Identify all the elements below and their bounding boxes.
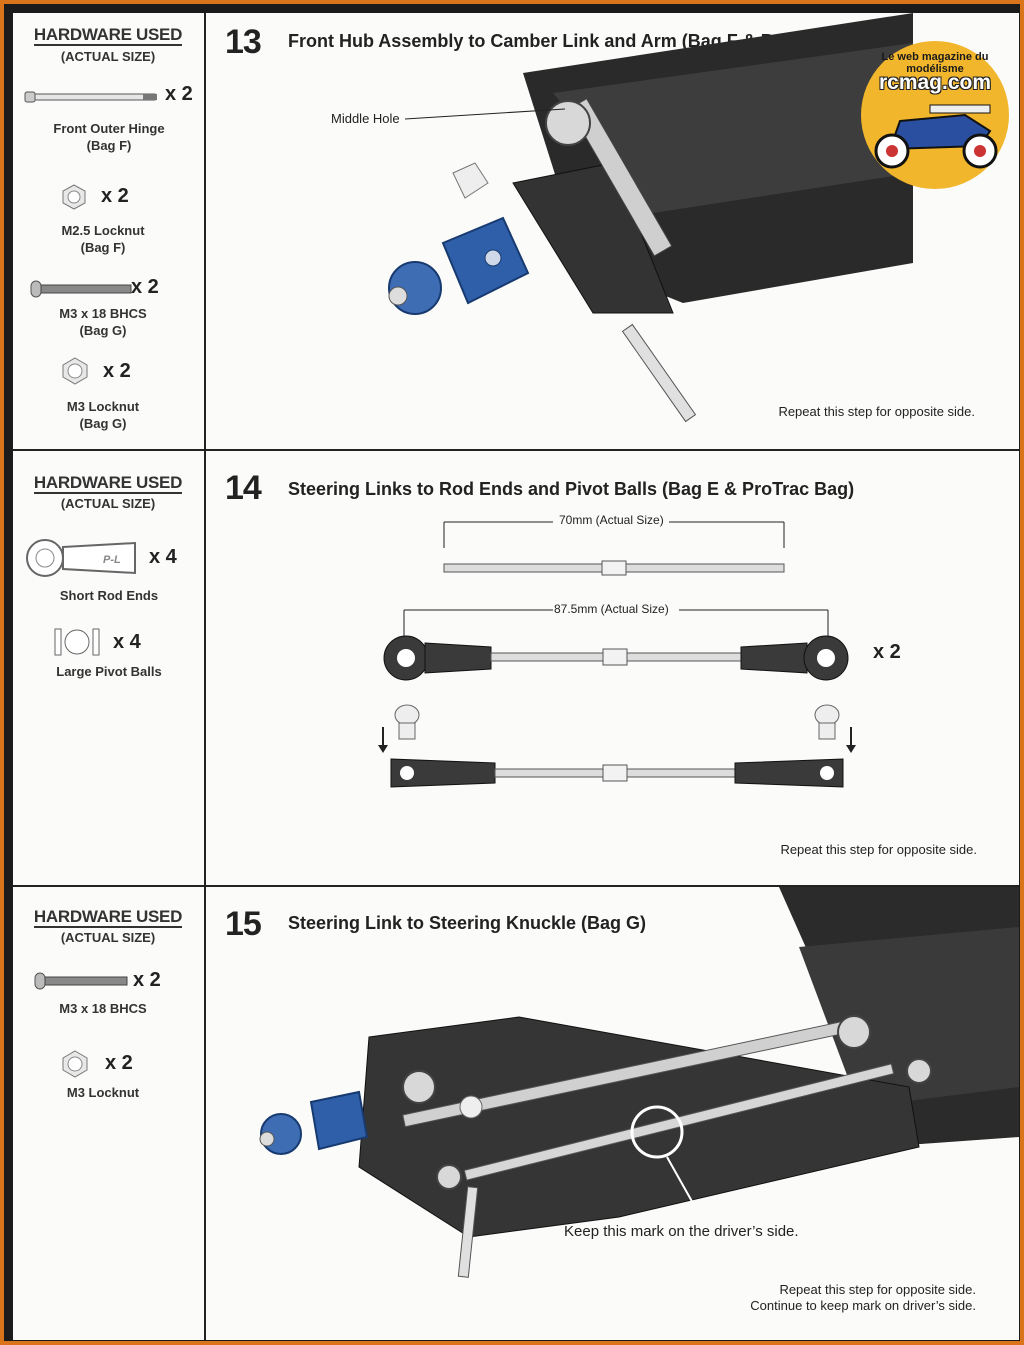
- middle-hole-callout: Middle Hole: [331, 111, 400, 126]
- item-label: M3 Locknut (Bag G): [66, 399, 140, 431]
- screw-icon: [34, 972, 128, 990]
- dimension-line-87mm: [403, 609, 829, 638]
- pivot-ball-insertion: [378, 704, 856, 788]
- hardware-title: HARDWARE USED: [33, 25, 183, 46]
- item-quantity: x 2: [105, 1052, 133, 1074]
- assembly-quantity: x 2: [873, 641, 901, 663]
- turnbuckle-70mm: [443, 560, 785, 576]
- item-label: Short Rod Ends: [59, 588, 159, 603]
- step-number: 15: [225, 905, 262, 943]
- hardware-subtitle: (ACTUAL SIZE): [60, 496, 156, 511]
- locknut-icon: [62, 184, 86, 210]
- repeat-note: Repeat this step for opposite side.: [780, 842, 977, 857]
- step-14-section: HARDWARE USED (ACTUAL SIZE) P-L x 4 Shor…: [13, 451, 1019, 887]
- hardware-panel: HARDWARE USED (ACTUAL SIZE) P-L x 4 Shor…: [13, 451, 206, 885]
- item-quantity: x 2: [165, 83, 193, 105]
- repeat-note: Repeat this step for opposite side. Cont…: [750, 1282, 976, 1314]
- callout-leader-line: [404, 108, 566, 120]
- item-quantity: x 4: [113, 631, 141, 653]
- item-quantity: x 2: [103, 360, 131, 382]
- step-title: Steering Links to Rod Ends and Pivot Bal…: [288, 479, 855, 499]
- item-label: M2.5 Locknut (Bag F): [61, 223, 145, 255]
- item-label: M3 x 18 BHCS: [59, 1001, 147, 1016]
- dimension-label-70mm: 70mm (Actual Size): [559, 513, 664, 527]
- driver-side-mark-callout: Keep this mark on the driver’s side.: [564, 1223, 799, 1240]
- hardware-subtitle: (ACTUAL SIZE): [60, 930, 156, 945]
- step-15-section: HARDWARE USED (ACTUAL SIZE) x 2 M3 x 18 …: [13, 887, 1019, 1340]
- steering-link-assembly: [383, 635, 849, 681]
- logo-wordmark: rcmag.com: [878, 71, 992, 94]
- svg-text:P-L: P-L: [103, 554, 121, 566]
- item-label: Front Outer Hinge (Bag F): [53, 121, 165, 153]
- hardware-panel: HARDWARE USED (ACTUAL SIZE) x 2 M3 x 18 …: [13, 887, 206, 1340]
- repeat-note: Repeat this step for opposite side.: [778, 404, 975, 419]
- step-title: Steering Link to Steering Knuckle (Bag G…: [288, 913, 647, 933]
- rcmag-logo: Le web magazine du modélisme rcmag.com: [861, 41, 1009, 189]
- hardware-subtitle: (ACTUAL SIZE): [60, 49, 156, 64]
- dimension-line-70mm: [443, 521, 785, 548]
- step-number: 13: [225, 23, 262, 61]
- repeat-note-line-1: Repeat this step for opposite side.: [779, 1282, 976, 1297]
- hardware-panel: HARDWARE USED (ACTUAL SIZE) x 2 Front Ou…: [13, 13, 206, 449]
- hardware-title: HARDWARE USED: [33, 473, 183, 494]
- item-label: Large Pivot Balls: [56, 664, 162, 679]
- locknut-icon: [62, 1050, 88, 1078]
- repeat-note-line-2: Continue to keep mark on driver’s side.: [750, 1298, 976, 1313]
- step-title: Front Hub Assembly to Camber Link and Ar…: [288, 31, 820, 51]
- step-13-section: HARDWARE USED (ACTUAL SIZE) x 2 Front Ou…: [13, 13, 1019, 451]
- item-label: M3 Locknut: [66, 1085, 140, 1100]
- item-quantity: x 2: [133, 969, 161, 991]
- item-quantity: x 2: [131, 276, 159, 298]
- rc-car-icon: [874, 104, 998, 169]
- locknut-icon: [62, 357, 88, 385]
- step-number: 14: [225, 469, 262, 507]
- hinge-pin-icon: [24, 91, 157, 103]
- item-quantity: x 2: [101, 185, 129, 207]
- dimension-label-87mm: 87.5mm (Actual Size): [554, 602, 669, 616]
- item-quantity: x 4: [149, 546, 177, 568]
- steering-knuckle-illustration: [259, 887, 1019, 1278]
- instruction-page: HARDWARE USED (ACTUAL SIZE) x 2 Front Ou…: [13, 13, 1019, 1340]
- item-label: M3 x 18 BHCS (Bag G): [59, 306, 147, 338]
- logo-tagline: Le web magazine du modélisme: [881, 51, 989, 75]
- front-hub-assembly-illustration: [388, 13, 913, 423]
- pivot-ball-icon: [54, 628, 100, 656]
- rod-end-icon: P-L: [26, 539, 136, 577]
- screw-icon: [30, 280, 132, 298]
- hardware-title: HARDWARE USED: [33, 907, 183, 928]
